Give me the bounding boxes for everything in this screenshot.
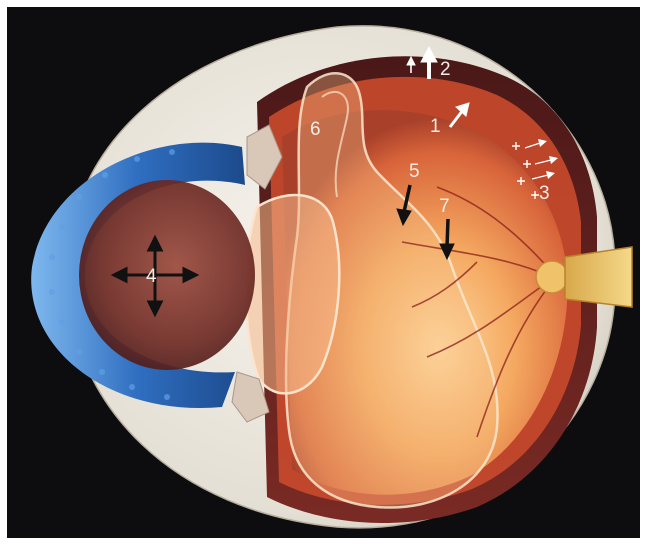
callout-label-4: 4 — [146, 266, 157, 287]
callout-label-1: 1 — [430, 116, 441, 137]
callout-label-2: 2 — [440, 59, 451, 80]
eye-diagram-frame: 2 1 3 4 5 6 7 — [7, 7, 640, 538]
eye-cross-section-illustration: 2 1 3 4 5 6 7 — [7, 7, 640, 538]
optic-disc — [536, 261, 568, 293]
callout-label-6: 6 — [310, 119, 321, 140]
callout-label-3: 3 — [539, 183, 550, 204]
callout-label-5: 5 — [409, 161, 420, 182]
optic-nerve — [565, 247, 632, 307]
callout-label-7: 7 — [439, 196, 450, 217]
